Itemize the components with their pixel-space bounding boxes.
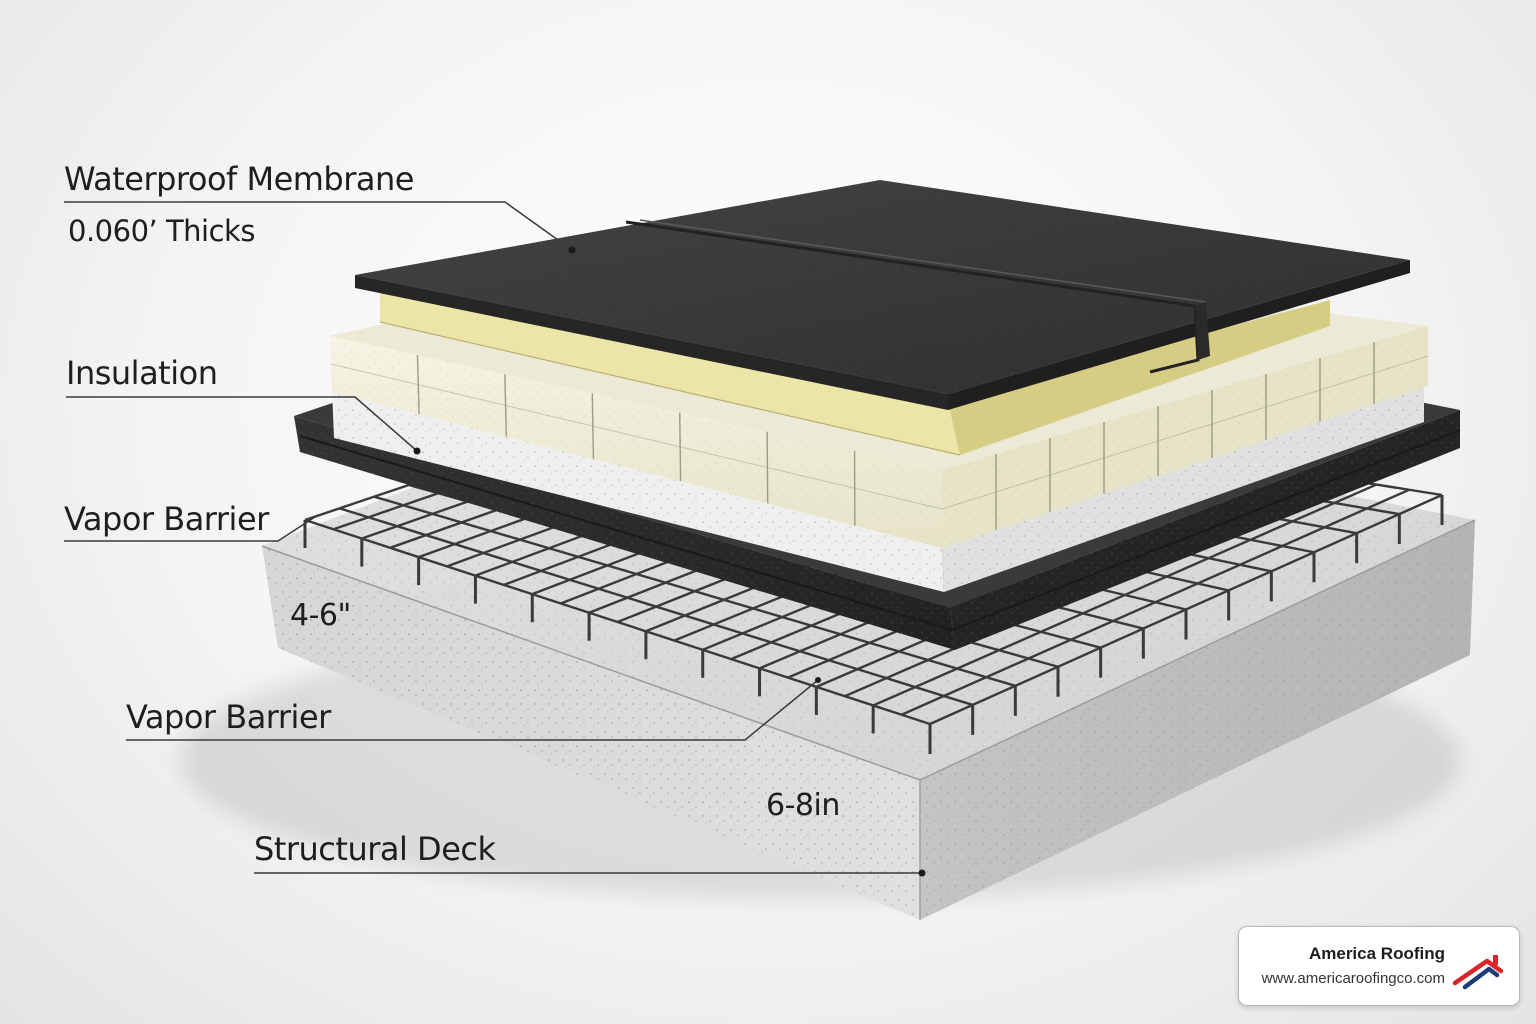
brand-card: America Roofing www.americaroofingco.com [1238, 926, 1520, 1006]
brand-name: America Roofing [1308, 944, 1445, 963]
roof-house-logo-icon [1452, 955, 1504, 990]
label-structural-deck: Structural Deck [254, 830, 496, 868]
rebar-bar [304, 518, 931, 726]
label-vapor-barrier-lower: Vapor Barrier [126, 698, 331, 736]
insulation-course-seam [330, 355, 1429, 510]
label-dimension-4-6: 4-6" [290, 598, 351, 633]
leader-dots [413, 246, 926, 877]
leader-lines [64, 201, 920, 874]
label-membrane-thickness: 0.060’ Thicks [68, 214, 255, 248]
label-dimension-6-8: 6-8in [766, 788, 840, 823]
label-waterproof-membrane: Waterproof Membrane [64, 160, 414, 198]
rebar-bar [339, 507, 974, 707]
rebar-bar [373, 495, 1016, 687]
label-insulation: Insulation [66, 354, 218, 392]
label-vapor-barrier-upper: Vapor Barrier [64, 500, 269, 538]
brand-url: www.americaroofingco.com [1261, 970, 1445, 987]
waterproof-membrane [355, 180, 1410, 410]
